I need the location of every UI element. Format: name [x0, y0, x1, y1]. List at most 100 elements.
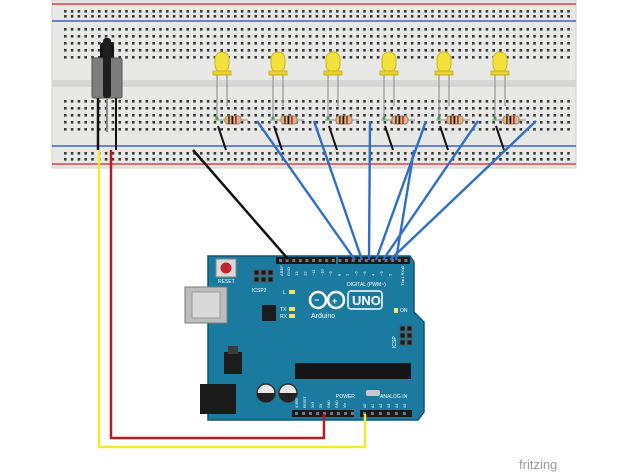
breadboard-hole	[519, 56, 523, 59]
breadboard-hole	[492, 128, 495, 131]
breadboard-hole	[220, 35, 223, 38]
breadboard-hole	[465, 15, 468, 18]
breadboard-hole	[118, 100, 121, 103]
digital-pin-label: 2	[388, 273, 393, 276]
breadboard-hole	[132, 42, 135, 45]
breadboard-hole	[458, 100, 461, 103]
breadboard-hole	[138, 56, 142, 59]
breadboard-hole	[172, 10, 176, 13]
breadboard-hole	[302, 42, 305, 45]
breadboard-hole	[227, 114, 230, 117]
breadboard-hole	[499, 107, 502, 110]
breadboard-hole	[336, 49, 339, 52]
wires	[97, 120, 537, 449]
breadboard-hole	[342, 152, 346, 155]
breadboard-hole	[546, 100, 550, 103]
breadboard-hole	[438, 49, 441, 52]
breadboard-hole	[213, 49, 217, 52]
breadboard-hole	[200, 49, 203, 52]
breadboard-hole	[397, 49, 400, 52]
breadboard-hole	[247, 114, 251, 117]
breadboard-hole	[125, 107, 128, 110]
breadboard-hole	[193, 28, 196, 31]
breadboard-hole	[125, 152, 128, 155]
breadboard-hole	[254, 28, 257, 31]
breadboard-hole	[560, 49, 563, 52]
breadboard-hole	[84, 15, 87, 18]
breadboard-hole	[132, 49, 135, 52]
breadboard-hole	[376, 114, 380, 117]
breadboard-hole	[512, 152, 516, 155]
breadboard-hole	[166, 152, 169, 155]
breadboard-hole	[247, 10, 251, 13]
breadboard-hole	[152, 28, 155, 31]
breadboard-hole	[247, 56, 251, 59]
breadboard-hole	[118, 35, 121, 38]
potentiometer-knob	[103, 38, 111, 98]
breadboard-hole	[64, 152, 67, 155]
breadboard-hole	[438, 152, 441, 155]
breadboard-hole	[478, 35, 482, 38]
breadboard-hole	[172, 152, 176, 155]
breadboard-hole	[247, 49, 251, 52]
breadboard-hole	[77, 128, 81, 131]
breadboard-hole	[492, 114, 495, 117]
breadboard-hole	[533, 128, 536, 131]
wire-blue	[374, 120, 428, 261]
breadboard-hole	[499, 35, 502, 38]
breadboard-hole	[179, 114, 183, 117]
breadboard-hole	[145, 128, 149, 131]
breadboard-hole	[506, 152, 509, 155]
breadboard-hole	[553, 49, 557, 52]
breadboard-hole	[295, 10, 298, 13]
breadboard-hole	[383, 15, 387, 18]
led-bulb	[492, 51, 508, 73]
resistor-band	[339, 116, 341, 124]
breadboard-hole	[268, 121, 271, 124]
breadboard-hole	[247, 158, 251, 161]
power-pin-label: GND	[327, 400, 331, 408]
breadboard-hole	[444, 107, 448, 110]
bottom-header-pins	[295, 412, 406, 415]
breadboard-hole	[166, 121, 169, 124]
breadboard-hole	[315, 56, 319, 59]
breadboard-hole	[567, 158, 570, 161]
breadboard-hole	[70, 56, 74, 59]
breadboard-hole	[172, 114, 176, 117]
breadboard-hole	[200, 121, 203, 124]
resistor-band	[450, 116, 452, 124]
breadboard-hole	[254, 152, 257, 155]
breadboard-hole	[213, 42, 217, 45]
breadboard-hole	[349, 107, 353, 110]
breadboard-hole	[200, 100, 203, 103]
breadboard-hole	[478, 114, 482, 117]
breadboard-hole	[383, 158, 387, 161]
breadboard-hole	[274, 28, 278, 31]
breadboard-hole	[383, 152, 387, 155]
breadboard-hole	[64, 107, 67, 110]
breadboard-hole	[424, 107, 427, 110]
breadboard-hole	[295, 49, 298, 52]
breadboard-hole	[560, 35, 563, 38]
breadboard-hole	[227, 49, 230, 52]
breadboard-hole	[98, 114, 101, 117]
breadboard-hole	[322, 35, 325, 38]
breadboard-hole	[179, 100, 183, 103]
wire-black-gnd	[192, 149, 289, 260]
breadboard-hole	[383, 35, 387, 38]
breadboard-hole	[132, 56, 135, 59]
breadboard-hole	[274, 152, 278, 155]
breadboard-hole	[485, 158, 489, 161]
breadboard-hole	[506, 107, 509, 110]
header-pin	[397, 259, 401, 262]
breadboard-hole	[506, 158, 509, 161]
breadboard-hole	[234, 56, 237, 59]
breadboard-hole	[84, 128, 87, 131]
breadboard-hole	[444, 158, 448, 161]
breadboard-hole	[370, 42, 373, 45]
breadboard-hole	[397, 100, 400, 103]
connection-dot	[215, 116, 219, 120]
breadboard-hole	[404, 107, 407, 110]
breadboard-hole	[560, 100, 563, 103]
breadboard-hole	[302, 15, 305, 18]
